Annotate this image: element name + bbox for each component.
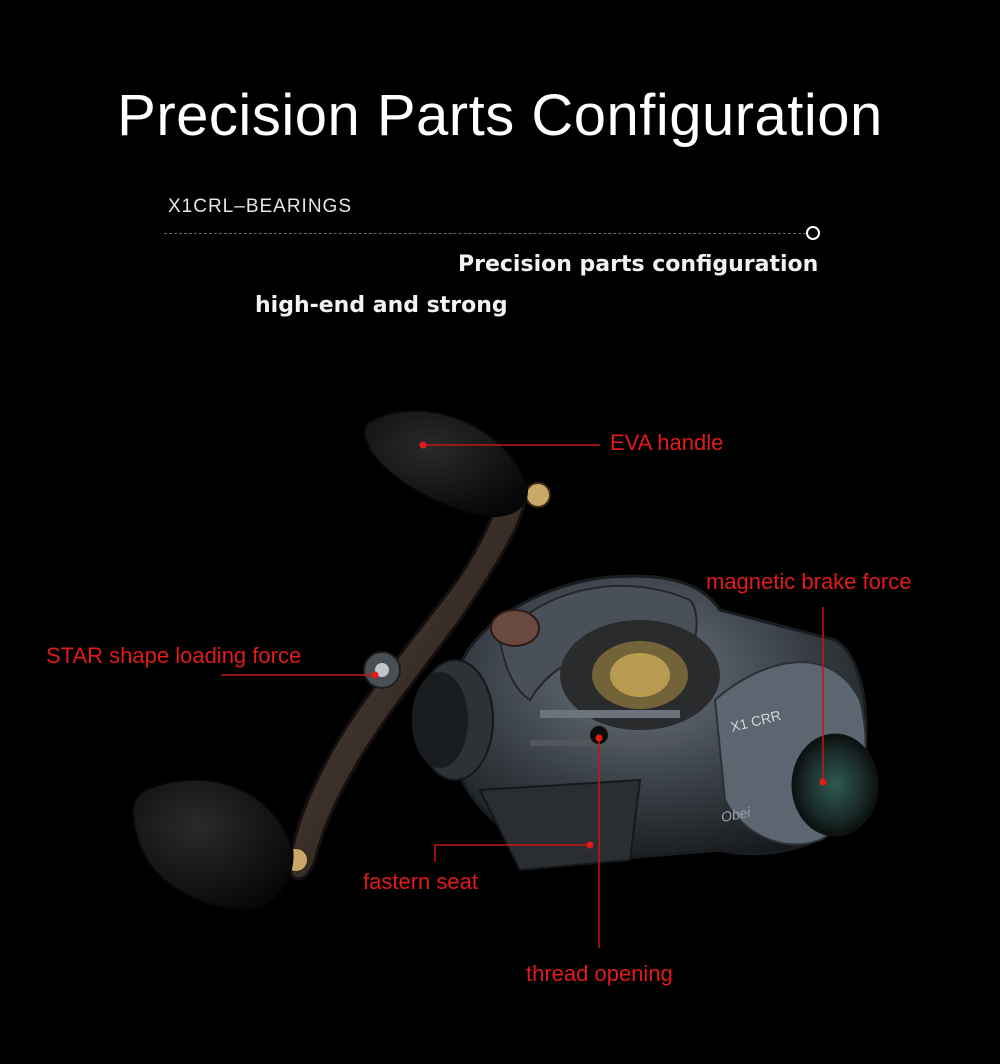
callout-lines <box>221 444 824 948</box>
model-tag: X1CRL–BEARINGS <box>168 196 353 217</box>
callout-star-shape: STAR shape loading force <box>46 643 302 668</box>
reel-handle-arm <box>283 478 551 881</box>
callout-magnetic-brake: magnetic brake force <box>706 569 912 594</box>
logo-text: Obei <box>720 804 753 825</box>
callout-eva-handle: EVA handle <box>610 430 724 455</box>
callout-fastern-seat: fastern seat <box>363 869 478 894</box>
ring-marker-icon <box>806 226 820 240</box>
callout-dots <box>371 441 827 849</box>
subtitle-primary: Precision parts configuration <box>458 252 819 277</box>
reel-body <box>412 574 879 872</box>
page-title: Precision Parts Configuration <box>117 83 883 148</box>
eva-knob-top <box>363 409 528 518</box>
eva-knob-bottom <box>131 778 294 912</box>
dashed-divider <box>164 233 806 234</box>
callout-thread-opening: thread opening <box>526 961 673 986</box>
subtitle-secondary: high-end and strong <box>255 293 508 318</box>
